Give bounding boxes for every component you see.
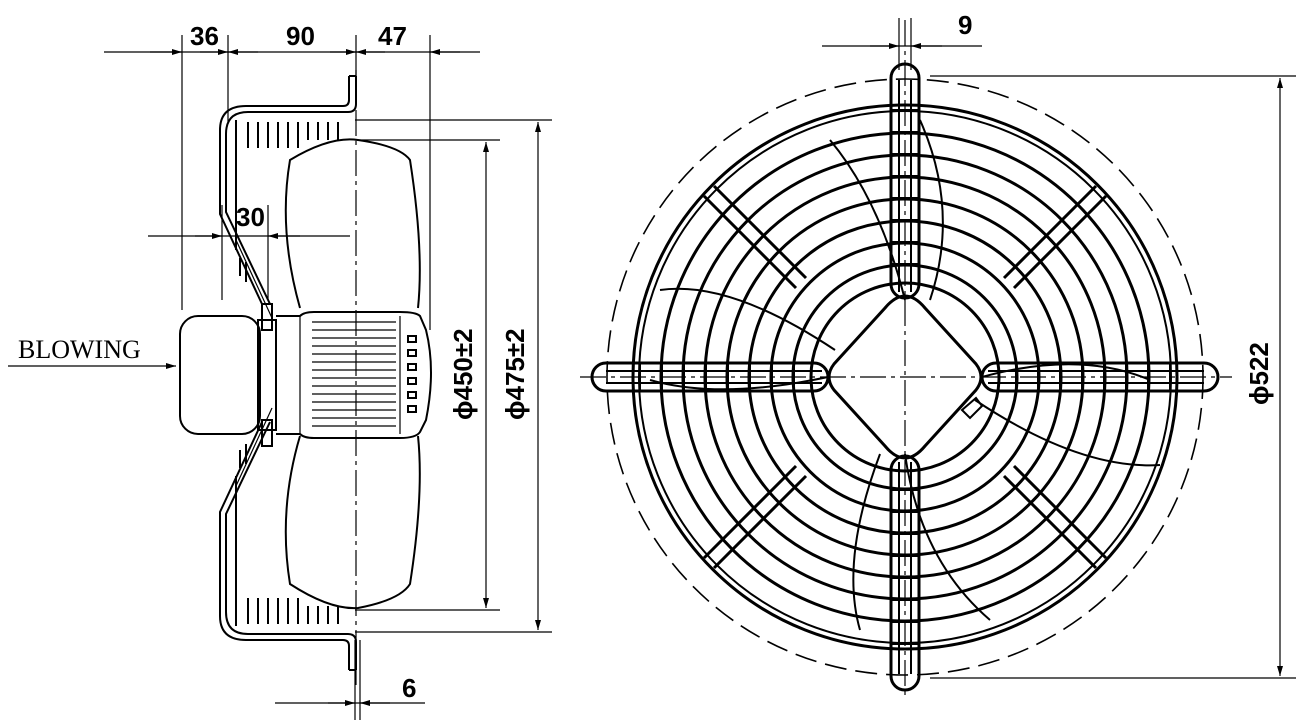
center-diamond bbox=[827, 294, 983, 460]
dim-47-label: 47 bbox=[378, 21, 407, 51]
dia475-label: ϕ475±2 bbox=[500, 328, 530, 420]
motor-end-cap-holes bbox=[407, 335, 417, 413]
blowing-label: BLOWING bbox=[18, 335, 141, 364]
motor-body bbox=[179, 303, 432, 447]
dim-30-label: 30 bbox=[236, 202, 265, 232]
frame-slits bbox=[239, 122, 339, 624]
dim-9-label: 9 bbox=[958, 10, 972, 40]
front-view: 9 ϕ522 bbox=[580, 10, 1296, 700]
dia522-label: ϕ522 bbox=[1244, 342, 1274, 405]
dimension-dia450 bbox=[355, 139, 500, 611]
fan-frame bbox=[219, 75, 357, 671]
side-view: 36 90 47 30 6 BLOWING bbox=[8, 21, 552, 720]
diagonal-spokes bbox=[702, 184, 1108, 570]
cable-gland bbox=[960, 396, 984, 420]
motor-fins bbox=[312, 321, 396, 427]
dimension-dia522 bbox=[930, 75, 1296, 679]
dim-36-label: 36 bbox=[190, 21, 219, 51]
dia450-label: ϕ450±2 bbox=[448, 328, 478, 420]
dim-6-label: 6 bbox=[402, 673, 416, 703]
dimension-dia475 bbox=[355, 119, 552, 633]
dimension-9 bbox=[822, 18, 982, 70]
dim-90-label: 90 bbox=[286, 21, 315, 51]
